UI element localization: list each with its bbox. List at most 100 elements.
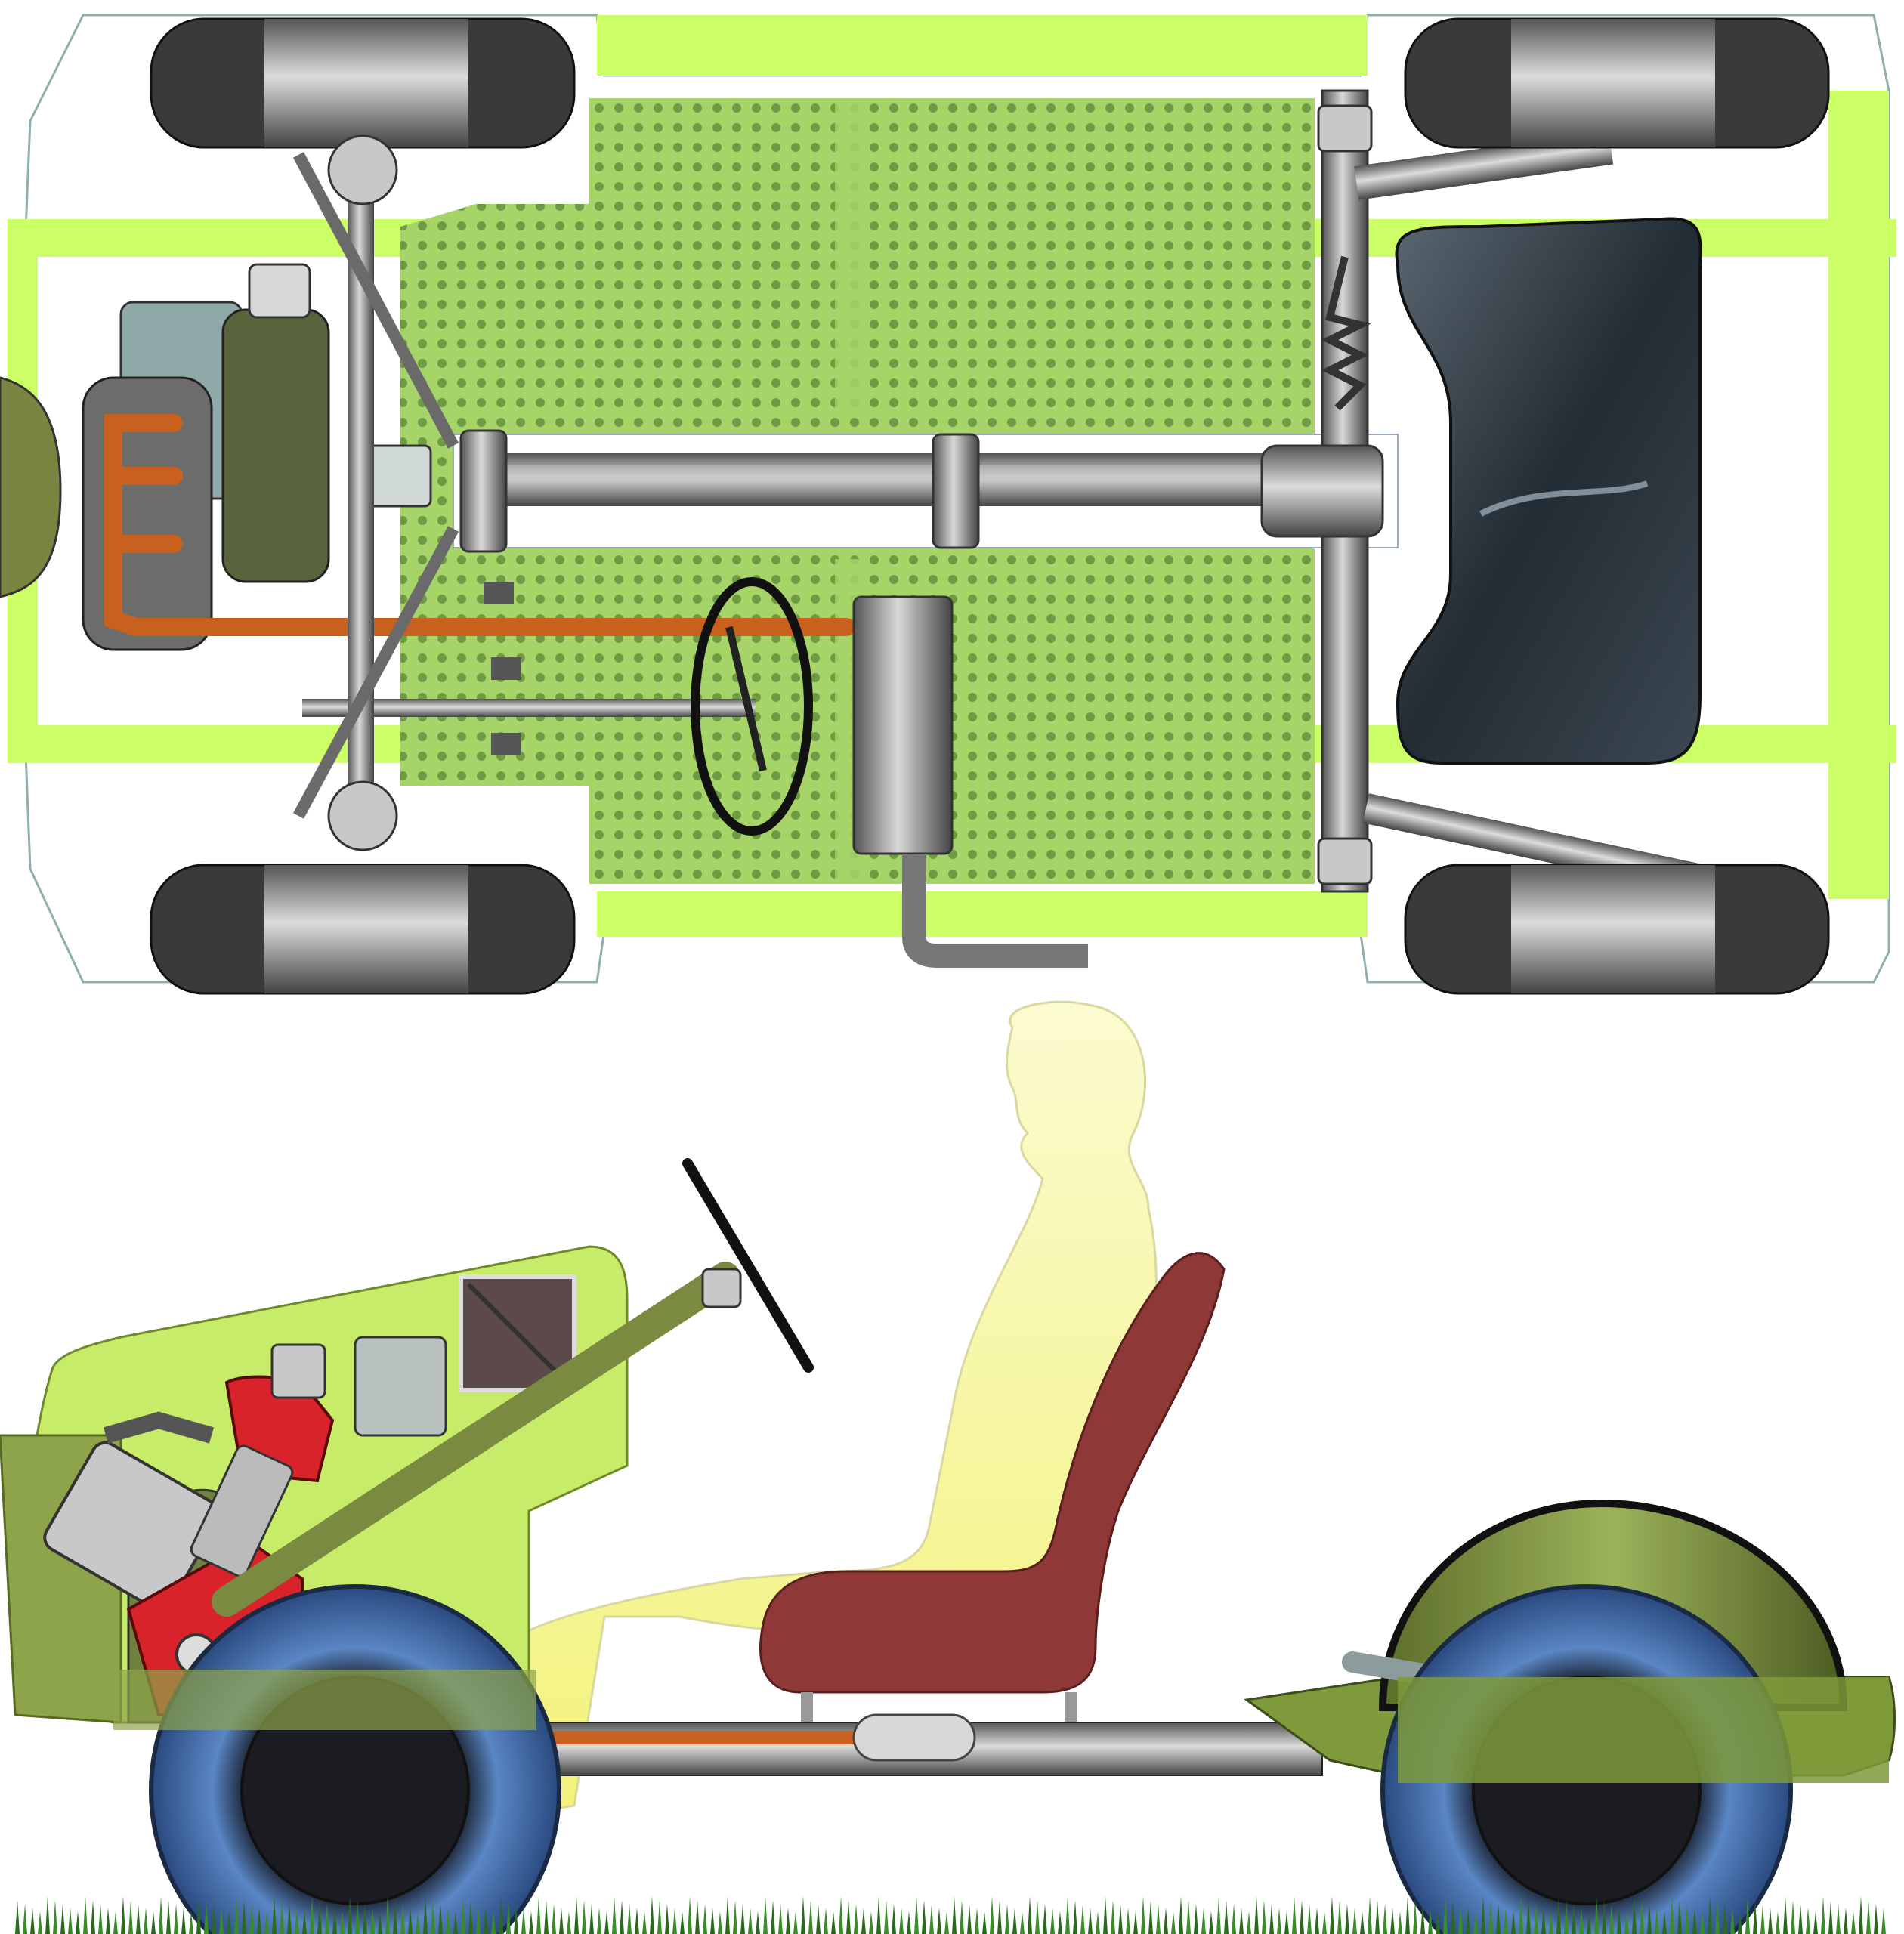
grass-blade <box>514 1904 518 1934</box>
grass-blade <box>1692 1908 1697 1934</box>
grass-blade <box>423 1896 428 1934</box>
grass-blade <box>1322 1911 1327 1934</box>
grass-blade <box>38 1911 42 1934</box>
grass-blade <box>295 1908 299 1934</box>
grass-blade <box>1768 1908 1773 1934</box>
steering-column <box>302 699 756 717</box>
grass-blade <box>1247 1911 1251 1934</box>
grass-blade <box>982 1911 987 1934</box>
grass-blade <box>1579 1908 1584 1934</box>
grass-blade <box>597 1908 601 1934</box>
grass-blade <box>83 1896 88 1934</box>
grass-blade <box>113 1911 118 1934</box>
grass-blade <box>876 1896 881 1934</box>
grass-blade <box>400 1904 405 1934</box>
grass-blade <box>1655 1908 1659 1934</box>
grass-blade <box>227 1911 231 1934</box>
grass-blade <box>1881 1908 1886 1934</box>
grass-blade <box>1640 1900 1644 1934</box>
grass-blade <box>710 1908 715 1934</box>
grass-blade <box>990 1896 994 1934</box>
wheel-icon <box>150 17 1830 995</box>
grass-blade <box>242 1900 246 1934</box>
grass-blade <box>521 1908 526 1934</box>
grass-blade <box>60 1904 65 1934</box>
grass-blade <box>1254 1896 1259 1934</box>
grass-blade <box>166 1900 171 1934</box>
grass-blade <box>1685 1904 1689 1934</box>
grass-blade <box>695 1900 700 1934</box>
grass-blade <box>620 1900 624 1934</box>
grass-blade <box>461 1896 465 1934</box>
grass-blade <box>567 1911 571 1934</box>
grass-blade <box>1156 1904 1161 1934</box>
grass-blade <box>1012 1908 1017 1934</box>
grass-blade <box>1466 1908 1470 1934</box>
steering-wheel-icon <box>682 1158 814 1373</box>
grass-blade <box>499 1896 503 1934</box>
grass-blade <box>1632 1896 1637 1934</box>
grass-blade <box>1436 1911 1440 1934</box>
grass-blade <box>1828 1900 1833 1934</box>
grass-blade <box>1753 1900 1757 1934</box>
side-view <box>0 1000 1896 1934</box>
grass-blade <box>30 1908 35 1934</box>
grass-blade <box>960 1900 964 1934</box>
grass-blade <box>106 1908 110 1934</box>
grass-blade <box>574 1896 579 1934</box>
grass-blade <box>552 1904 556 1934</box>
grass-blade <box>1345 1904 1349 1934</box>
grass-blade <box>1375 1900 1380 1934</box>
grass-blade <box>650 1896 654 1934</box>
grass-blade <box>1730 1908 1735 1934</box>
grass-blade <box>929 1904 934 1934</box>
grass-blade <box>98 1904 103 1934</box>
grass-blade <box>1405 1896 1410 1934</box>
grass-blade <box>612 1896 617 1934</box>
grass-blade <box>657 1900 662 1934</box>
grass-blade <box>1798 1904 1803 1934</box>
grass-blade <box>884 1900 889 1934</box>
grass-blade <box>1315 1908 1319 1934</box>
drive-tube-inner <box>484 465 1284 480</box>
grass-blade <box>174 1904 178 1934</box>
grass-blade <box>544 1900 549 1934</box>
grass-blade <box>348 1896 352 1934</box>
grass-blade <box>1504 1908 1508 1934</box>
grass-blade <box>861 1908 866 1934</box>
grass-blade <box>1111 1900 1115 1934</box>
grass-blade <box>446 1908 450 1934</box>
tank-highlight <box>1479 480 1649 517</box>
grass-blade <box>257 1908 261 1934</box>
front-coupling <box>459 429 508 553</box>
grass-blade <box>740 1904 745 1934</box>
grass-blade <box>1028 1896 1032 1934</box>
grass-blade <box>635 1908 639 1934</box>
grass-blade <box>808 1900 813 1934</box>
grass-blade <box>1141 1896 1145 1934</box>
grass-blade <box>1103 1896 1108 1934</box>
grass-blade <box>1080 1904 1085 1934</box>
muffler-icon <box>852 595 954 855</box>
pedal-1 <box>484 582 514 604</box>
grass-blade <box>952 1896 957 1934</box>
plan-view <box>0 14 1896 995</box>
grass-blade <box>416 1911 420 1934</box>
grass-blade <box>1148 1900 1153 1934</box>
grass-blade <box>1458 1904 1463 1934</box>
grass-blade <box>1292 1896 1297 1934</box>
grass-blade <box>45 1896 50 1934</box>
grass-blade <box>1488 1900 1493 1934</box>
grass-blade <box>476 1904 481 1934</box>
grass-blade <box>181 1908 186 1934</box>
grass-blade <box>468 1900 473 1934</box>
grass-blade <box>1617 1908 1621 1934</box>
grass-blade <box>824 1908 828 1934</box>
grass-blade <box>484 1908 488 1934</box>
grass-blade <box>680 1911 685 1934</box>
grass-blade <box>264 1911 269 1934</box>
grass-blade <box>1232 1904 1236 1934</box>
grass-blade <box>688 1896 692 1934</box>
grass-blade <box>914 1896 919 1934</box>
